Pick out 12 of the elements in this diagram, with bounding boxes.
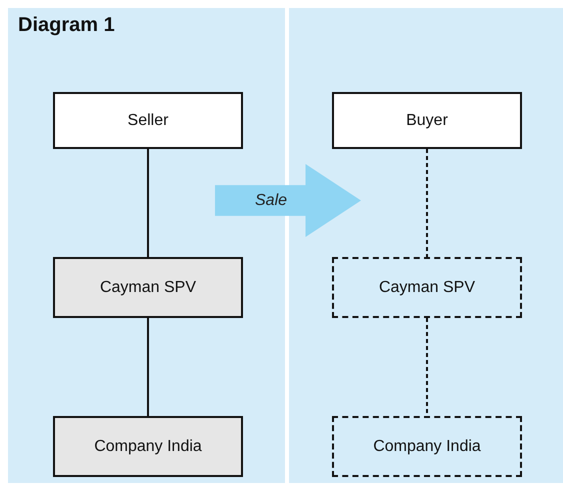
diagram-title: Diagram 1 [18,14,115,37]
connector-line [426,318,428,416]
entity-box: Cayman SPV [53,257,243,318]
connector-line [426,149,428,257]
entity-box: Cayman SPV [332,257,522,318]
entity-box: Seller [53,92,243,149]
arrow-label: Sale [255,192,288,210]
entity-box: Company India [53,416,243,477]
entity-box: Company India [332,416,522,477]
connector-line [147,149,149,257]
connector-line [147,318,149,416]
entity-box: Buyer [332,92,522,149]
